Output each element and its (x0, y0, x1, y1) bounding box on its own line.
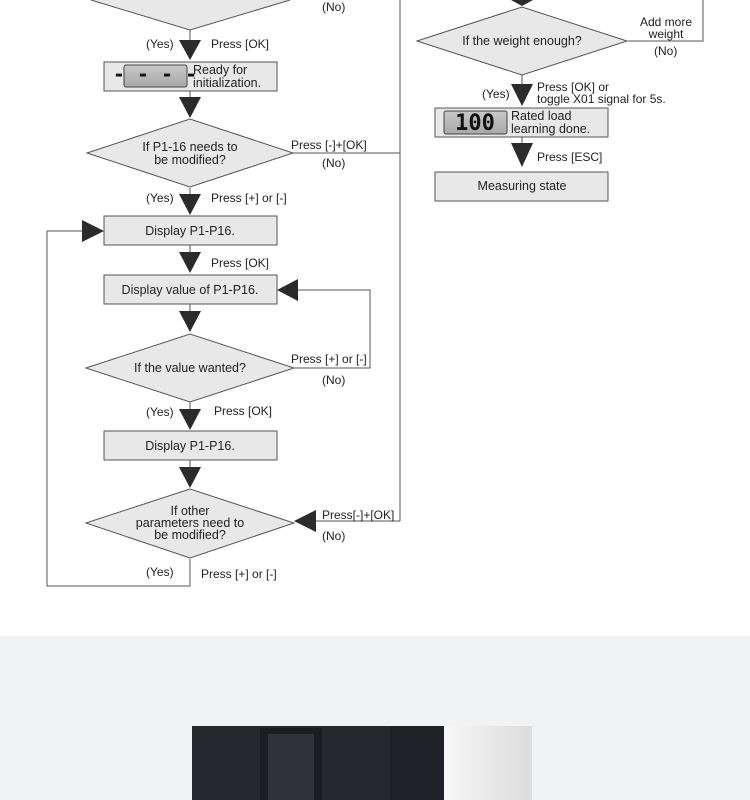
label-press-ok-3: Press [OK] (214, 404, 272, 418)
label-yes-4: (Yes) (146, 565, 174, 579)
arrow-down-2 (179, 97, 201, 118)
label-yes-2: (Yes) (146, 191, 174, 205)
decision-p116-line-1: If P1-16 needs to (142, 140, 237, 154)
flowchart-svg: - - - - Ready for initialization. If P1-… (46, 0, 704, 587)
arrow-down-5 (179, 311, 201, 332)
display-p116-2-text: Display P1-P16. (145, 439, 235, 453)
label-press-ok-toggle-1: Press [OK] or (537, 80, 609, 94)
arrow-right-loop (82, 220, 104, 242)
arrow-down-6 (179, 409, 201, 430)
flowchart: - - - - Ready for initialization. If P1-… (46, 0, 704, 587)
label-press-plus-minus-2: Press [+] or [-] (291, 352, 367, 366)
box-display-value (103, 274, 278, 305)
lcd-ready (123, 64, 188, 88)
rated-line-1: Rated load (511, 109, 572, 123)
top-decision-diamond (90, 0, 291, 31)
label-weight-no: (No) (654, 44, 677, 58)
arrow-down-top-right (511, 0, 533, 6)
label-yes-1: (Yes) (146, 37, 174, 51)
box-display-p116-2 (103, 430, 278, 461)
decision-other-line-2: parameters need to (136, 516, 244, 530)
line-outer-loop (46, 230, 191, 587)
label-press-minus-plus-ok-2: Press[-]+[OK] (322, 508, 394, 522)
arrow-down-1 (179, 40, 201, 60)
display-p116-1-text: Display P1-P16. (145, 224, 235, 238)
lcd-rated-text: 100 (455, 111, 495, 136)
device-front-edge (390, 726, 444, 800)
lcd-ready-text: - - - - (113, 62, 197, 86)
device-side-panel (444, 726, 532, 800)
label-top-no: (No) (322, 0, 345, 14)
label-add-weight-1: Add more (640, 15, 692, 29)
rated-line-2: learning done. (511, 122, 590, 136)
decision-value (84, 333, 296, 403)
arrow-left-other (294, 510, 316, 532)
box-measuring (434, 171, 609, 202)
label-press-minus-plus-ok-1: Press [-]+[OK] (291, 138, 367, 152)
label-weight-yes: (Yes) (482, 87, 510, 101)
label-press-plus-minus-1: Press [+] or [-] (211, 191, 287, 205)
ready-line-1: Ready for (193, 63, 247, 77)
arrow-down-r2 (511, 143, 533, 167)
display-value-text: Display value of P1-P16. (122, 283, 259, 297)
label-press-ok-toggle-2: toggle X01 signal for 5s. (537, 92, 666, 106)
decision-weight (415, 6, 629, 76)
line-weight-no (628, 0, 704, 42)
label-no-1: (No) (322, 156, 345, 170)
label-no-3: (No) (322, 529, 345, 543)
label-add-weight-2: weight (648, 27, 684, 41)
device-connector-inner (268, 734, 314, 800)
decision-other (84, 488, 296, 559)
label-press-esc: Press [ESC] (537, 150, 602, 164)
arrow-down-7 (179, 467, 201, 488)
ready-line-2: initialization. (193, 76, 261, 90)
arrow-down-3 (179, 194, 201, 215)
product-photo (0, 636, 750, 800)
line-value-loop (294, 289, 371, 369)
arrow-left-value (277, 279, 298, 301)
decision-weight-text: If the weight enough? (462, 34, 582, 48)
arrowheads (82, 0, 533, 532)
arrow-down-r1 (511, 84, 533, 106)
decision-p116 (85, 118, 295, 188)
label-no-2: (No) (322, 373, 345, 387)
decision-other-line-3: be modified? (154, 528, 226, 542)
lcd-rated (443, 110, 508, 135)
decision-p116-line-2: be modified? (154, 153, 226, 167)
decision-value-text: If the value wanted? (134, 361, 246, 375)
label-press-ok-2: Press [OK] (211, 256, 269, 270)
box-display-p116-1 (103, 215, 278, 246)
label-press-ok-1: Press [OK] (211, 37, 269, 51)
decision-other-line-1: If other (171, 504, 210, 518)
arrow-down-4 (179, 252, 201, 273)
measuring-text: Measuring state (478, 179, 567, 193)
label-yes-3: (Yes) (146, 405, 174, 419)
label-press-plus-minus-3: Press [+] or [-] (201, 567, 277, 581)
product-photo-svg (192, 726, 532, 800)
